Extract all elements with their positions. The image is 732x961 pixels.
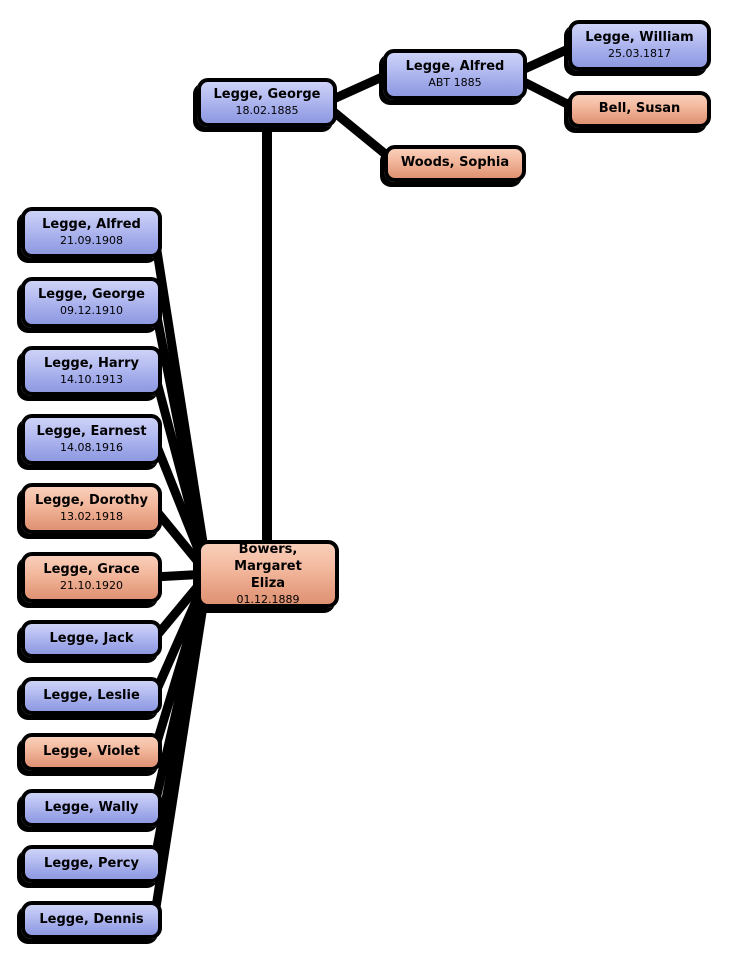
person-date: 21.10.1920 xyxy=(60,579,123,593)
person-name: Legge, Harry xyxy=(44,355,139,371)
person-date: 14.10.1913 xyxy=(60,372,123,386)
person-name: Legge, Alfred xyxy=(405,59,505,75)
person-name: Legge, Dennis xyxy=(39,911,144,927)
person-date: 13.02.1918 xyxy=(60,510,123,524)
edge-child-dennis xyxy=(149,569,213,925)
edge-george-to-alfred-sr xyxy=(324,68,396,106)
person-name: Bell, Susan xyxy=(598,101,681,117)
person-date: 21.09.1908 xyxy=(60,234,123,248)
edge-alfred-sr-to-william xyxy=(515,40,582,76)
person-node-child-george[interactable]: Legge, George 09.12.1910 xyxy=(21,277,162,328)
person-node-child-earnest[interactable]: Legge, Earnest 14.08.1916 xyxy=(21,414,162,465)
person-name: Legge, Alfred xyxy=(42,217,141,233)
person-node-child-grace[interactable]: Legge, Grace 21.10.1920 xyxy=(21,552,162,603)
person-node-legge-george-sr[interactable]: Legge, George 18.02.1885 xyxy=(197,78,337,127)
person-node-legge-alfred-sr[interactable]: Legge, Alfred ABT 1885 xyxy=(383,49,527,100)
person-node-child-jack[interactable]: Legge, Jack xyxy=(21,620,162,658)
person-node-child-percy[interactable]: Legge, Percy xyxy=(21,845,162,883)
person-name: Legge, Violet xyxy=(43,743,140,759)
person-node-woods-sophia[interactable]: Woods, Sophia xyxy=(384,145,526,182)
person-name: Legge, George xyxy=(38,287,145,303)
person-date: 09.12.1910 xyxy=(60,304,123,318)
person-node-child-dennis[interactable]: Legge, Dennis xyxy=(21,901,162,939)
person-date: 14.08.1916 xyxy=(60,441,123,455)
person-name: Legge, William xyxy=(585,30,694,46)
person-node-bowers-margaret[interactable]: Bowers, Margaret Eliza 01.12.1889 xyxy=(197,540,339,608)
person-name: Legge, Jack xyxy=(49,630,134,646)
person-node-legge-william[interactable]: Legge, William 25.03.1817 xyxy=(568,20,711,71)
person-name: Legge, Earnest xyxy=(36,424,147,440)
person-date: 18.02.1885 xyxy=(235,104,299,118)
person-node-child-leslie[interactable]: Legge, Leslie xyxy=(21,677,162,715)
person-node-child-violet[interactable]: Legge, Violet xyxy=(21,733,162,771)
person-name: Woods, Sophia xyxy=(400,155,510,171)
person-name: Legge, Dorothy xyxy=(34,493,148,509)
person-name: Legge, Wally xyxy=(44,799,139,815)
edge-alfred-sr-to-susan xyxy=(515,75,582,114)
person-date: ABT 1885 xyxy=(428,76,482,90)
person-date: 01.12.1889 xyxy=(236,592,300,606)
person-node-child-harry[interactable]: Legge, Harry 14.10.1913 xyxy=(21,346,162,396)
person-node-child-wally[interactable]: Legge, Wally xyxy=(21,789,162,827)
person-name: Bowers, Margaret Eliza xyxy=(234,542,302,591)
person-name: Legge, George xyxy=(213,87,321,103)
person-node-child-dorothy[interactable]: Legge, Dorothy 13.02.1918 xyxy=(21,483,162,534)
person-node-bell-susan[interactable]: Bell, Susan xyxy=(568,91,711,128)
person-name: Legge, Leslie xyxy=(43,687,140,703)
person-date: 25.03.1817 xyxy=(608,47,671,61)
person-name: Legge, Grace xyxy=(43,562,140,578)
person-name: Legge, Percy xyxy=(44,855,139,871)
person-node-child-alfred[interactable]: Legge, Alfred 21.09.1908 xyxy=(21,207,162,258)
